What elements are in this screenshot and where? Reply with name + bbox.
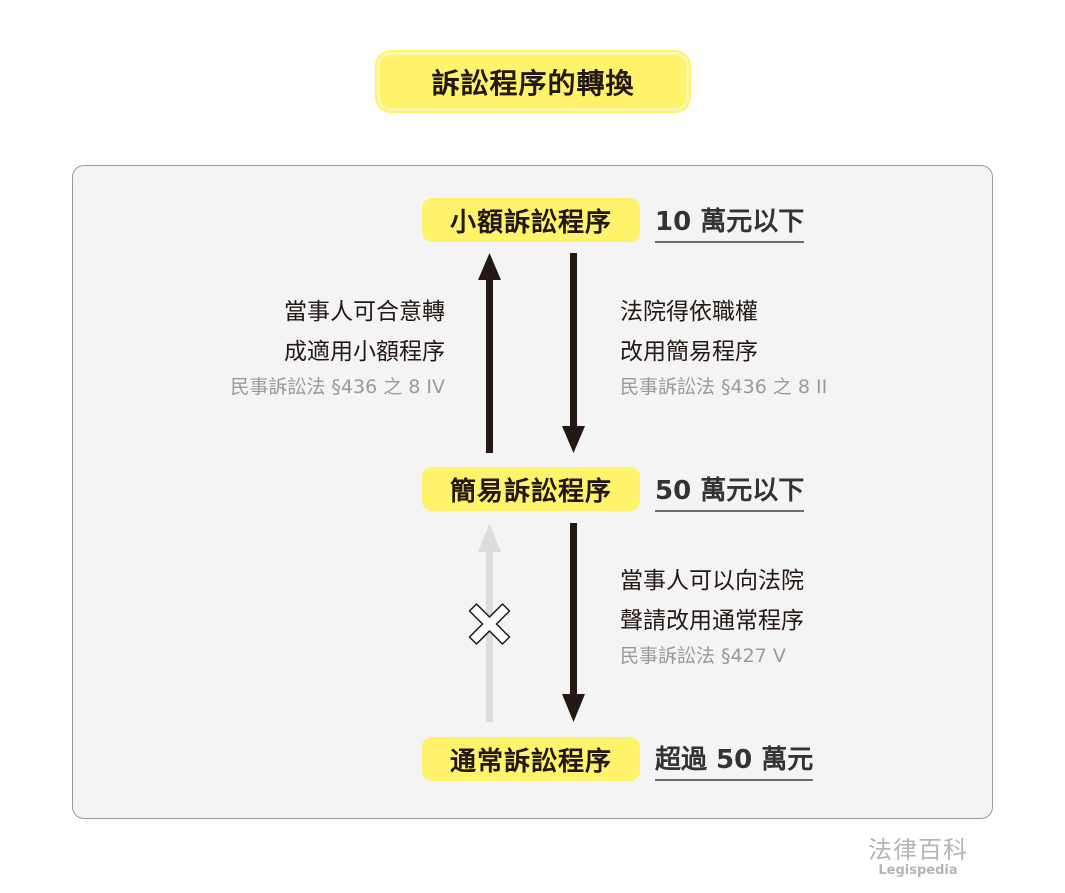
watermark-logo: 法律百科 Legispedia <box>868 830 968 878</box>
diagram-title: 訴訟程序的轉換 <box>377 52 689 111</box>
arrow-small-to-simple <box>562 253 585 453</box>
procedure-small-claims: 小額訴訟程序 <box>422 198 640 242</box>
desc-small-to-simple: 法院得依職權 改用簡易程序 民事訴訟法 §436 之 8 II <box>620 292 827 402</box>
amount-simple: 50 萬元以下 <box>655 474 805 512</box>
arrow-ordinary-to-simple-disabled <box>478 524 501 722</box>
law-citation: 民事訴訟法 §436 之 8 II <box>620 376 828 398</box>
watermark-zh: 法律百科 <box>868 836 968 864</box>
law-citation: 民事訴訟法 §436 之 8 IV <box>230 376 445 398</box>
cross-icon <box>468 603 511 645</box>
arrow-simple-to-small <box>478 253 501 453</box>
amount-small-claims: 10 萬元以下 <box>655 205 805 243</box>
watermark-en: Legispedia <box>878 863 958 878</box>
desc-line: 法院得依職權 <box>620 299 758 325</box>
desc-simple-to-small: 當事人可合意轉 成適用小額程序 民事訴訟法 §436 之 8 IV <box>230 292 445 402</box>
procedure-simple: 簡易訴訟程序 <box>422 467 640 511</box>
law-citation: 民事訴訟法 §427 V <box>620 645 786 667</box>
procedure-ordinary: 通常訴訟程序 <box>422 737 640 781</box>
desc-line: 成適用小額程序 <box>284 339 445 365</box>
desc-line: 改用簡易程序 <box>620 339 758 365</box>
arrow-simple-to-ordinary <box>562 523 585 722</box>
desc-line: 當事人可以向法院 <box>620 568 804 594</box>
desc-simple-to-ordinary: 當事人可以向法院 聲請改用通常程序 民事訴訟法 §427 V <box>620 561 804 671</box>
amount-ordinary: 超過 50 萬元 <box>655 743 814 781</box>
desc-line: 當事人可合意轉 <box>284 299 445 325</box>
desc-line: 聲請改用通常程序 <box>620 608 804 634</box>
